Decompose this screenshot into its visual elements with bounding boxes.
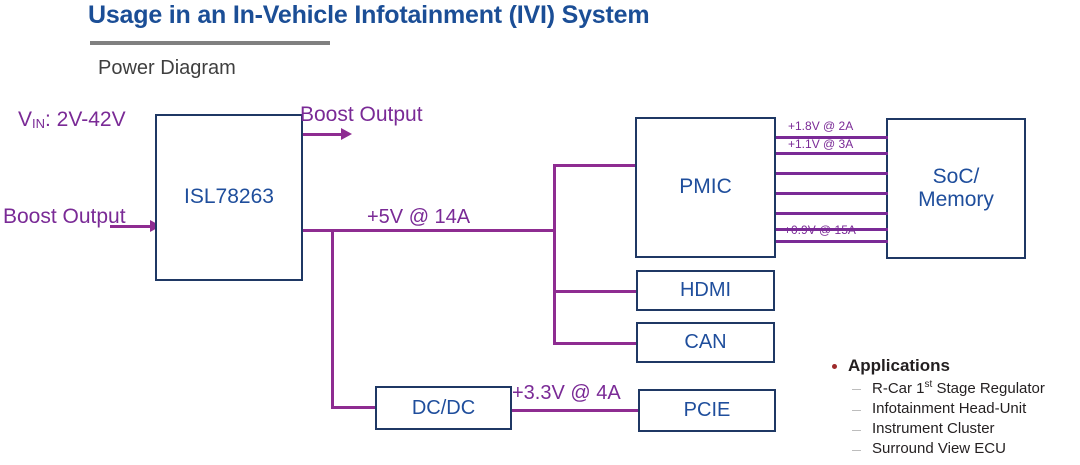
vin-label: VIN: 2V-42V [18,108,126,131]
rail-5v-label: +5V @ 14A [367,206,471,228]
pmic-feed-wire [553,164,637,167]
block-pmic[interactable]: PMIC [635,117,776,258]
title-divider [90,41,330,45]
soc-rail-line-5 [776,212,888,215]
block-can[interactable]: CAN [636,322,775,363]
bullet-icon [832,364,837,369]
soc-rail-label-1v1: +1.1V @ 3A [788,137,854,151]
block-hdmi-label: HDMI [679,279,732,301]
block-dcdc-label: DC/DC [411,396,476,419]
dash-icon [852,430,861,431]
soc-rail-line-4 [776,192,888,195]
dash-icon [852,450,861,451]
soc-rail-label-1v8: +1.8V @ 2A [788,119,854,133]
list-item: Surround View ECU [828,440,1078,457]
applications-heading: Applications [828,356,1078,376]
soc-rail-line-1 [776,136,888,139]
soc-rail-label-0v9: +0.9V @ 15A [784,223,856,237]
block-can-label: CAN [684,331,727,353]
applications-heading-label: Applications [848,356,951,375]
boost-output-top-label: Boost Output [300,103,423,126]
block-isl78263[interactable]: ISL78263 [155,114,303,281]
block-soc-label-line1: SoC/ [932,165,980,189]
list-item: Infotainment Head-Unit [828,400,1078,417]
can-feed-wire [553,342,637,345]
application-item-label: Surround View ECU [872,440,1006,457]
dcdc-drop-wire [331,229,334,408]
page-subtitle: Power Diagram [98,57,236,79]
soc-rail-line-6 [776,228,888,231]
block-pcie[interactable]: PCIE [638,389,776,432]
block-soc-memory[interactable]: SoC/ Memory [886,118,1026,259]
dash-icon [852,389,861,390]
block-pmic-label: PMIC [679,175,732,199]
boost-output-input-label: Boost Output [3,205,126,228]
application-item-label: Infotainment Head-Unit [872,400,1027,417]
soc-rail-line-2 [776,152,888,155]
boost-input-wire [110,225,152,228]
rail-5v-wire [303,229,555,232]
block-pcie-label: PCIE [683,399,731,421]
hdmi-feed-wire [553,290,637,293]
block-isl78263-label: ISL78263 [184,185,274,209]
branch-riser-wire [553,164,556,344]
soc-rail-line-3 [776,172,888,175]
applications-block: Applications R-Car 1st Stage Regulator I… [828,356,1078,457]
block-hdmi[interactable]: HDMI [636,270,775,311]
application-item-label: Instrument Cluster [872,420,995,437]
dash-icon [852,410,861,411]
list-item: Instrument Cluster [828,420,1078,437]
boost-output-top-wire [303,133,343,136]
dcdc-feed-wire [331,406,377,409]
page-title: Usage in an In-Vehicle Infotainment (IVI… [88,1,650,29]
block-soc-label-line2: Memory [918,187,994,211]
list-item: R-Car 1st Stage Regulator [828,379,1078,397]
pcie-feed-wire [512,409,640,412]
boost-output-top-arrow-icon [341,128,352,140]
block-dcdc[interactable]: DC/DC [375,386,512,430]
rail-3v3-label: +3.3V @ 4A [512,382,621,404]
application-item-label: R-Car 1st Stage Regulator [872,379,1045,397]
soc-rail-line-7 [776,240,888,243]
